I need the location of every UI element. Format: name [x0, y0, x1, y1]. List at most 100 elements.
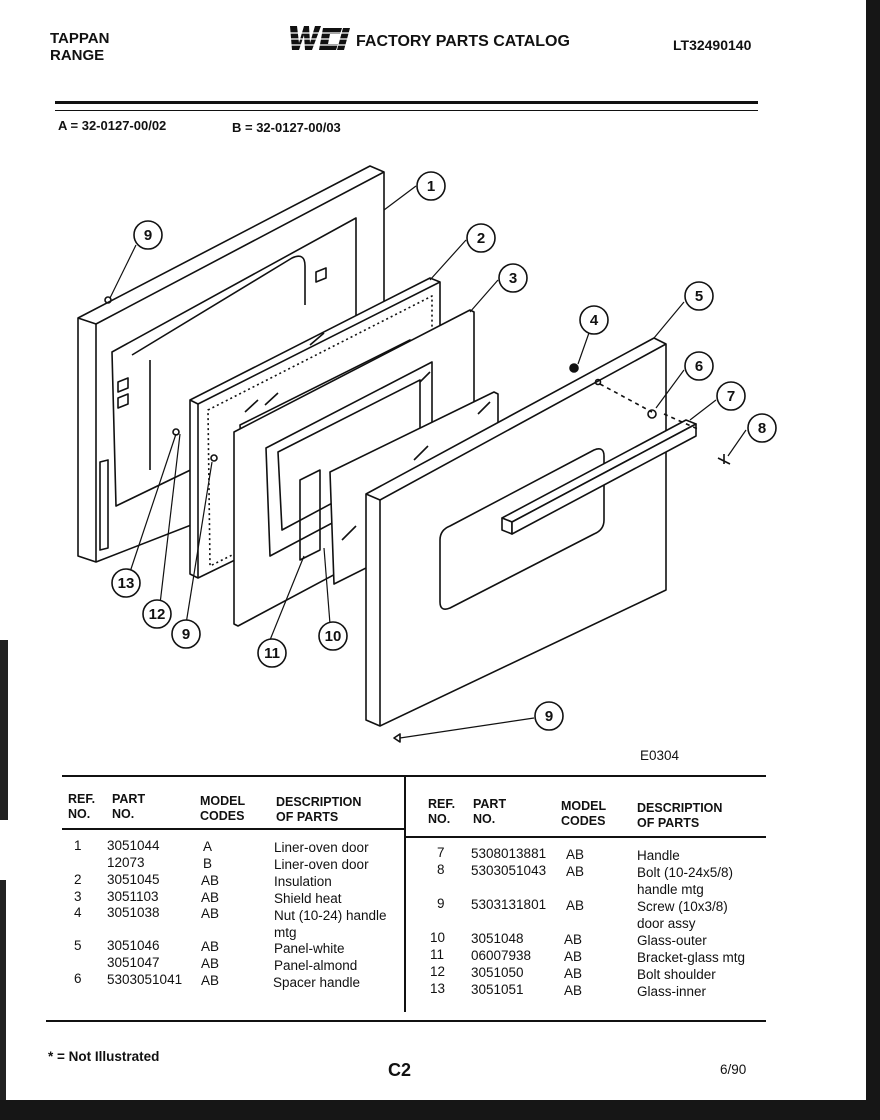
row-desc: Liner-oven door — [274, 840, 369, 855]
callout-9-bottom: 9 — [534, 701, 564, 731]
svg-text:3: 3 — [509, 270, 517, 287]
left-header-model: MODEL CODES — [200, 794, 246, 823]
brand-line-1: TAPPAN — [50, 30, 110, 47]
left-header-ref: REF. NO. — [68, 792, 96, 821]
row-part: 3051103 — [107, 889, 159, 904]
row-desc: Handle — [637, 848, 680, 863]
svg-text:10: 10 — [325, 628, 342, 645]
row-model: AB — [564, 949, 583, 964]
table-center-divider — [404, 775, 406, 1012]
svg-text:1: 1 — [427, 178, 435, 195]
callout-12: 12 — [142, 599, 172, 629]
right-header-ref: REF. NO. — [428, 797, 456, 826]
row-desc: Bracket-glass mtg — [637, 950, 746, 965]
row-desc: Panel-white — [274, 941, 345, 956]
row-desc: Panel-almond — [274, 958, 358, 973]
row-ref: 12 — [430, 964, 446, 979]
callout-8: 8 — [747, 413, 777, 443]
svg-text:2: 2 — [477, 230, 485, 247]
header-rule-thin — [55, 110, 758, 111]
row-ref: 10 — [430, 930, 446, 945]
svg-text:13: 13 — [118, 575, 135, 592]
nut-4 — [569, 363, 579, 373]
svg-text:6: 6 — [695, 358, 703, 375]
svg-text:8: 8 — [758, 420, 766, 437]
spacer-6 — [647, 409, 657, 419]
row-part: 06007938 — [471, 948, 532, 963]
revision-date: 6/90 — [720, 1062, 747, 1077]
left-header-desc: DESCRIPTION OF PARTS — [276, 795, 362, 824]
svg-text:5: 5 — [695, 288, 703, 305]
svg-text:9: 9 — [545, 708, 553, 725]
row-part: 5303131801 — [471, 897, 547, 912]
table-bottom-rule — [46, 1020, 766, 1022]
header-rule-thick — [55, 101, 758, 104]
callout-10: 10 — [318, 621, 348, 651]
model-code-a: A = 32-0127-00/02 — [58, 118, 167, 133]
row-model: AB — [201, 890, 220, 905]
svg-text:9: 9 — [182, 626, 190, 643]
callout-4: 4 — [579, 305, 609, 335]
row-model: AB — [201, 956, 220, 971]
row-part: 3051038 — [107, 905, 160, 920]
scan-edge — [0, 640, 8, 820]
bolt-8 — [717, 454, 731, 465]
row-model: AB — [564, 932, 583, 947]
row-ref: 9 — [437, 896, 445, 911]
catalog-title: FACTORY PARTS CATALOG — [356, 33, 570, 50]
right-header-desc: DESCRIPTION OF PARTS — [637, 801, 723, 830]
right-header-model: MODEL CODES — [561, 799, 607, 828]
row-desc: Shield heat — [274, 891, 342, 906]
callout-9-top: 9 — [133, 220, 163, 250]
exploded-parts-diagram: 1 2 3 4 5 6 7 8 9 9 9 10 11 12 13 — [0, 150, 880, 770]
footnote: * = Not Illustrated — [48, 1049, 160, 1064]
row-model: AB — [564, 983, 583, 998]
row-desc: Insulation — [274, 874, 332, 889]
catalog-logo — [288, 24, 352, 52]
row-part: 3051045 — [107, 872, 160, 887]
row-ref: 4 — [74, 905, 82, 920]
row-desc: Screw (10x3/8) door assy — [637, 899, 728, 931]
row-part: 3051046 — [107, 938, 160, 953]
row-ref: 5 — [74, 938, 82, 953]
callout-9-left: 9 — [171, 619, 201, 649]
row-part: 5308013881 — [471, 846, 547, 861]
row-desc: Nut (10-24) handle mtg — [274, 908, 387, 940]
row-model: AB — [201, 939, 220, 954]
svg-text:9: 9 — [144, 227, 152, 244]
row-ref: 8 — [437, 862, 445, 877]
row-part: 3051044 — [107, 838, 160, 853]
svg-text:4: 4 — [590, 312, 599, 329]
left-header-part: PART NO. — [112, 792, 146, 821]
row-model: AB — [201, 906, 220, 921]
row-ref: 11 — [430, 947, 445, 962]
callout-2: 2 — [466, 223, 496, 253]
svg-text:12: 12 — [149, 606, 166, 623]
model-number: LT32490140 — [673, 37, 752, 53]
callout-5: 5 — [684, 281, 714, 311]
row-desc: Glass-inner — [637, 984, 707, 999]
right-header-part: PART NO. — [473, 797, 507, 826]
row-model: AB — [566, 864, 585, 879]
row-part: 3051051 — [471, 982, 524, 997]
row-model: B — [203, 856, 213, 871]
row-part: 5303051043 — [471, 863, 547, 878]
row-part: 3051047 — [107, 955, 160, 970]
brand-name: TAPPAN RANGE — [50, 30, 109, 64]
row-ref: 7 — [437, 845, 445, 860]
left-header-rule — [62, 828, 404, 830]
row-ref: 13 — [430, 981, 446, 996]
row-part: 3051048 — [471, 931, 524, 946]
model-code-b: B = 32-0127-00/03 — [232, 120, 341, 135]
row-part: 12073 — [107, 855, 145, 870]
oven-door-diagram: 1 2 3 4 5 6 7 8 9 9 9 10 11 12 13 — [77, 165, 777, 743]
scan-border-bottom — [0, 1100, 880, 1120]
row-ref: 2 — [74, 872, 82, 887]
row-ref: 3 — [74, 889, 82, 904]
callout-1: 1 — [416, 171, 446, 201]
row-ref: 1 — [74, 838, 82, 853]
callout-13: 13 — [111, 568, 141, 598]
svg-text:11: 11 — [264, 645, 280, 662]
row-desc: Bolt (10-24x5/8) handle mtg — [637, 865, 734, 897]
wci-logo-icon — [288, 24, 352, 52]
